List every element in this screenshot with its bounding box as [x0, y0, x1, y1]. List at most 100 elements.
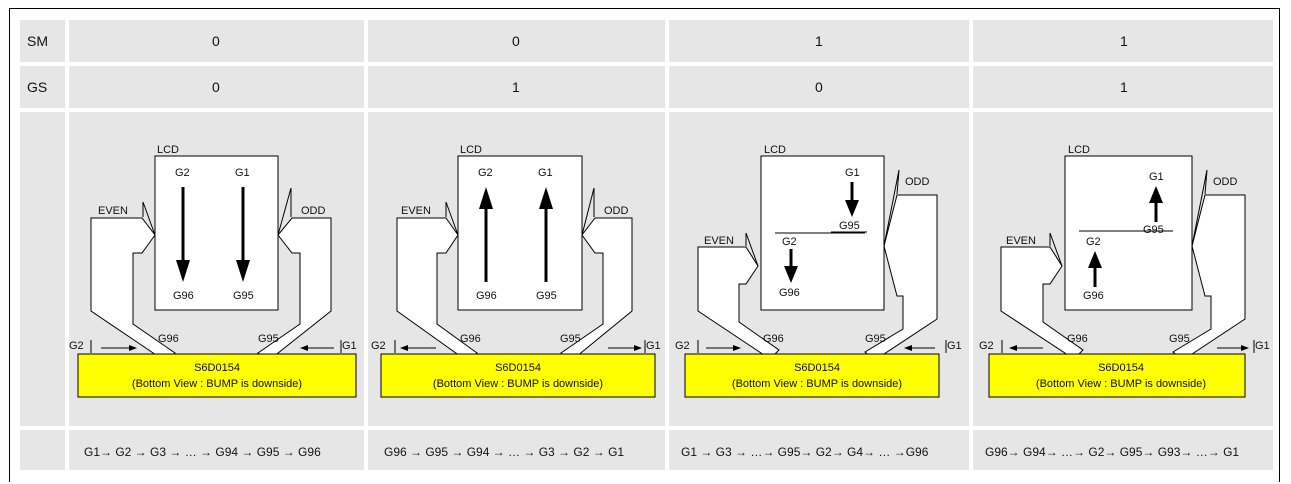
lcd-panel — [457, 155, 583, 311]
odd-label: ODD — [301, 205, 326, 217]
even-connection-strip — [396, 217, 478, 362]
lcd-label: LCD — [157, 144, 179, 156]
input-g96-label: G96 — [460, 333, 481, 345]
input-g2-label: G2 — [979, 340, 994, 352]
driver-chip — [77, 353, 357, 398]
panel-2-sm-value: 1 — [815, 33, 823, 49]
input-g2-label: G2 — [675, 340, 690, 352]
input-g96-label: G96 — [1067, 333, 1088, 345]
odd-bracket-line — [1191, 169, 1208, 247]
panel-2-sequence-cell — [669, 430, 969, 470]
input-arrowhead-left — [733, 345, 741, 351]
lcd-panel — [154, 155, 279, 311]
panel-0-scan-diagram: LCD EVEN ODD G2 G1 G96 G95 S6D0154 (Bott… — [69, 144, 357, 398]
input-g96-label: G96 — [763, 333, 784, 345]
panel-3-scan-sequence: G96→ G94→ …→ G2→ G95→ G93→ …→ G1 — [985, 445, 1240, 459]
odd-connection-strip — [1172, 194, 1246, 361]
even-label: EVEN — [704, 235, 734, 247]
odd-label: ODD — [604, 205, 629, 217]
gate-g2-label: G2 — [782, 236, 797, 248]
panel-3-gs-cell — [973, 66, 1273, 108]
driver-chip — [380, 353, 656, 398]
panel-0-sm-cell — [69, 20, 364, 62]
even-connection-strip — [1000, 246, 1084, 360]
scan-arrowhead-odd — [236, 260, 250, 282]
odd-label: ODD — [905, 176, 930, 188]
gate-g2-label: G2 — [1086, 236, 1101, 248]
scan-arrowhead-even — [479, 187, 493, 209]
panel-0-sm-value: 0 — [212, 33, 220, 49]
panel-1-sequence-cell — [368, 430, 665, 470]
input-g2-label: G2 — [371, 340, 386, 352]
even-bracket-line — [1049, 232, 1063, 267]
chip-name: S6D0154 — [495, 362, 541, 374]
gate-g95-label: G95 — [1143, 224, 1164, 236]
input-g1-label: G1 — [342, 340, 357, 352]
odd-label: ODD — [1213, 176, 1238, 188]
input-g95-label: G95 — [258, 333, 279, 345]
sm-header-cell — [20, 20, 65, 62]
input-g2-label: G2 — [69, 340, 84, 352]
panel-0-scan-sequence: G1→ G2 → G3 → … → G94 → G95 → G96 — [84, 445, 321, 459]
chip-note: (Bottom View : BUMP is downside) — [732, 378, 902, 390]
gate-g1-label: G1 — [1149, 171, 1164, 183]
gate-g95-label: G95 — [536, 290, 557, 302]
odd-bracket-line — [581, 187, 595, 236]
panel-1-gs-value: 1 — [512, 79, 520, 95]
gate-g1-label: G1 — [538, 167, 553, 179]
gs-header-cell — [20, 66, 65, 108]
input-arrowhead-right — [300, 345, 308, 351]
panel-3-scan-diagram: LCD EVEN ODD G1 G95 G2 G96 S6D0154 (Bott… — [979, 144, 1270, 398]
gate-g2-label: G2 — [175, 167, 190, 179]
chip-name: S6D0154 — [794, 362, 840, 374]
input-g96-label: G96 — [158, 333, 179, 345]
input-g95-label: G95 — [560, 333, 581, 345]
gate-g96-label: G96 — [173, 290, 194, 302]
panel-0-gs-value: 0 — [212, 79, 220, 95]
panel-0-gs-cell — [69, 66, 364, 108]
panel-2-scan-diagram: LCD EVEN ODD G1 G95 G2 G96 S6D0154 (Bott… — [675, 144, 962, 398]
driver-chip — [684, 353, 940, 398]
chip-note: (Bottom View : BUMP is downside) — [132, 378, 302, 390]
sequence-label-cell — [20, 430, 65, 470]
scan-arrowhead-even — [1088, 251, 1102, 268]
gs-label: GS — [27, 79, 48, 95]
lcd-label: LCD — [764, 144, 786, 156]
even-bracket-line — [142, 201, 156, 236]
panel-1-scan-diagram: LCD EVEN ODD G2 G1 G96 G95 S6D0154 (Bott… — [371, 144, 661, 398]
chip-note: (Bottom View : BUMP is downside) — [1036, 378, 1206, 390]
lcd-label: LCD — [460, 144, 482, 156]
even-connection-strip — [697, 246, 780, 360]
input-g1-label: G1 — [646, 340, 661, 352]
odd-bracket-line — [883, 169, 900, 247]
panel-1-gs-cell — [368, 66, 665, 108]
input-g95-label: G95 — [865, 333, 886, 345]
chip-name: S6D0154 — [1098, 362, 1144, 374]
input-g95-label: G95 — [1169, 333, 1190, 345]
scan-arrowhead-even — [784, 266, 798, 283]
even-label: EVEN — [401, 205, 431, 217]
driver-chip — [988, 353, 1246, 398]
even-label: EVEN — [98, 205, 128, 217]
gate-g95-label: G95 — [839, 220, 860, 232]
panel-3-gs-value: 1 — [1120, 79, 1128, 95]
panel-2-gs-cell — [669, 66, 969, 108]
scan-arrowhead-odd — [845, 200, 859, 217]
lcd-panel — [1064, 155, 1193, 311]
panel-3-sequence-cell — [973, 430, 1273, 470]
input-arrowhead-left — [129, 345, 137, 351]
even-bracket-line — [745, 232, 759, 267]
panel-3-sm-value: 1 — [1120, 33, 1128, 49]
panel-1-sm-value: 0 — [512, 33, 520, 49]
chip-note: (Bottom View : BUMP is downside) — [433, 378, 603, 390]
even-label: EVEN — [1006, 235, 1036, 247]
odd-bracket-line — [277, 187, 292, 236]
scan-arrowhead-even — [176, 260, 190, 282]
input-g1-label: G1 — [947, 340, 962, 352]
input-arrowhead-right — [1241, 345, 1249, 351]
gate-g96-label: G96 — [779, 287, 800, 299]
odd-connection-strip — [257, 217, 332, 362]
panel-1-sm-cell — [368, 20, 665, 62]
gate-g95-label: G95 — [233, 290, 254, 302]
panel-0-sequence-cell — [69, 430, 364, 470]
